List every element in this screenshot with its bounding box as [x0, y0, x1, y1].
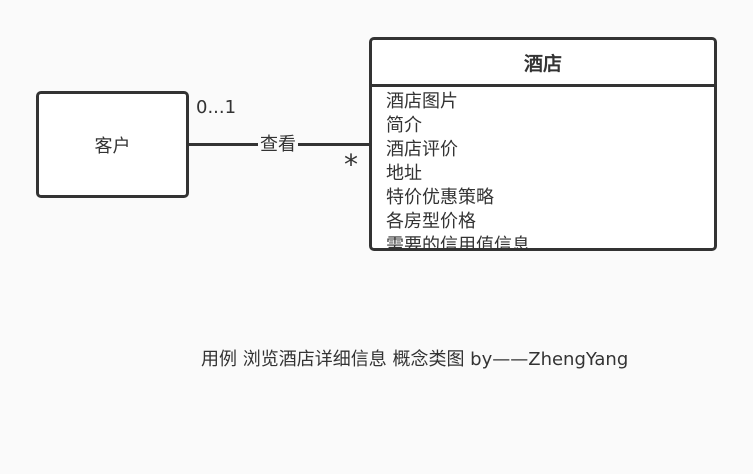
hotel-class-name: 酒店 [523, 52, 562, 75]
customer-class-name: 客户 [94, 135, 131, 157]
hotel-attribute-list: 酒店图片 简介 酒店评价 地址 特价优惠策略 各房型价格 需要的信用值信息 [372, 87, 714, 250]
customer-class-box: 客户 [36, 91, 189, 198]
hotel-attribute: 简介 [386, 115, 422, 136]
association-label: 查看 [258, 133, 298, 157]
hotel-attribute: 特价优惠策略 [386, 187, 494, 208]
hotel-attribute: 各房型价格 [386, 211, 476, 232]
hotel-multiplicity: * [344, 148, 358, 181]
hotel-class-box: 酒店 酒店图片 简介 酒店评价 地址 特价优惠策略 各房型价格 需要的信用值信息 [369, 37, 717, 251]
hotel-attribute: 地址 [386, 163, 422, 184]
hotel-class-header: 酒店 [372, 40, 714, 87]
hotel-attribute: 需要的信用值信息 [386, 235, 530, 250]
hotel-attribute: 酒店图片 [386, 91, 458, 112]
hotel-attribute: 酒店评价 [386, 139, 458, 160]
customer-multiplicity: 0...1 [196, 97, 237, 118]
diagram-caption: 用例 浏览酒店详细信息 概念类图 by——ZhengYang [201, 349, 629, 370]
